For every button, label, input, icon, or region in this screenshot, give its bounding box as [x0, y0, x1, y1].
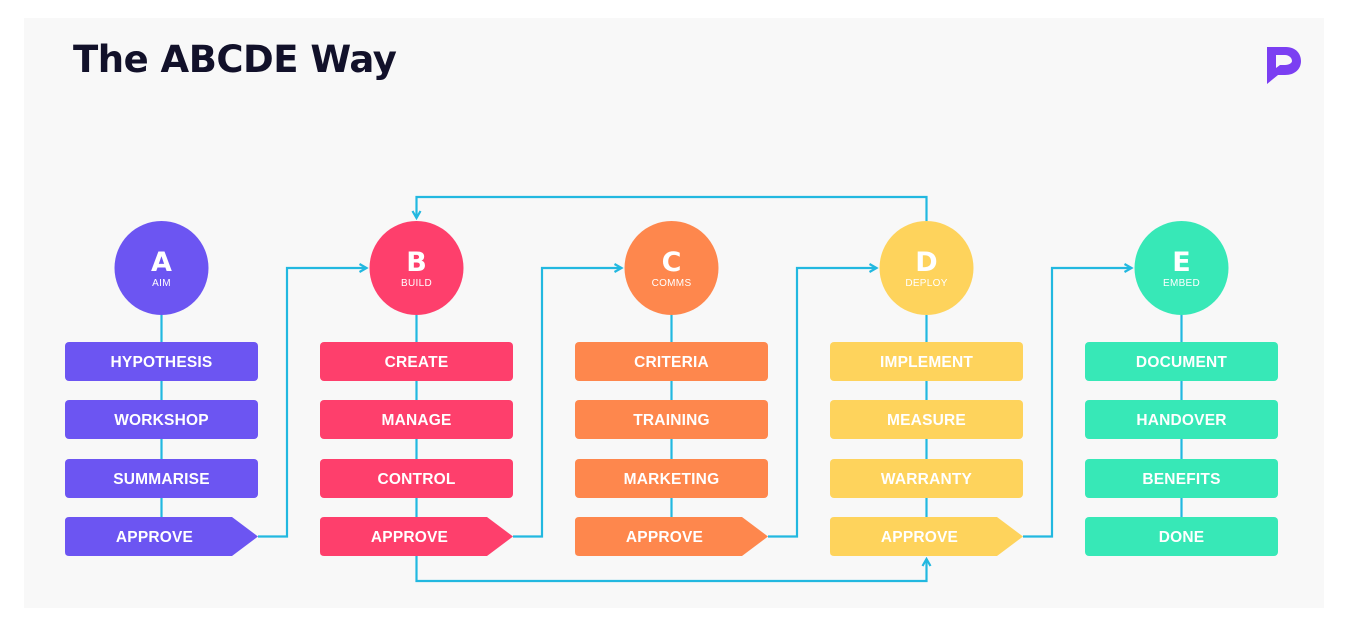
flow-b-to-d-connector — [415, 556, 927, 583]
stage-b-step-3-box — [320, 459, 513, 498]
stage-d-step-3-box — [830, 459, 1023, 498]
stage-d-step-4-arrow-box — [830, 517, 1023, 556]
stage-a-step-2-label: WORKSHOP — [114, 412, 209, 429]
stage-a-step-2-box — [65, 400, 258, 439]
stage-a-step-3-box — [65, 459, 258, 498]
stage-c-circle — [624, 221, 719, 315]
stage-d-circle — [879, 221, 974, 315]
flow-b-to-c-connector — [513, 268, 622, 538]
stage-e-circle — [1134, 221, 1229, 315]
stage-e-step-2-box — [1085, 400, 1278, 439]
stage-d-step-2-box — [830, 400, 1023, 439]
stage-a-step-1-label: HYPOTHESIS — [111, 354, 213, 371]
stage-b-step-2-label: MANAGE — [381, 412, 451, 429]
brand-logo-icon — [1267, 47, 1301, 84]
stage-c-step-2-label: TRAINING — [633, 412, 710, 429]
page-title: The ABCDE Way — [73, 38, 397, 81]
stage-c-step-3-label: MARKETING — [624, 471, 720, 488]
stage-c-step-4-arrow-box — [575, 517, 768, 556]
stage-e-step-1-label: DOCUMENT — [1136, 354, 1227, 371]
stage-d-step-3-label: WARRANTY — [881, 471, 973, 488]
stage-e-step-3-label: BENEFITS — [1142, 471, 1220, 488]
stage-a-step-4-arrow-box — [65, 517, 258, 556]
stage-b-step-4-arrow-box — [320, 517, 513, 556]
stage-a-step-1-box — [65, 342, 258, 381]
stage-e-step-1-box — [1085, 342, 1278, 381]
flow-c-to-d-connector — [768, 268, 877, 538]
stage-d-letter: D — [915, 247, 937, 278]
stage-e-name: EMBED — [1163, 278, 1200, 289]
stage-b-letter: B — [406, 247, 427, 278]
stage-d-step-4-label: APPROVE — [881, 529, 958, 546]
stage-c-letter: C — [662, 247, 682, 278]
stage-a-step-3-label: SUMMARISE — [113, 471, 210, 488]
flow-d-to-b-connector — [417, 195, 928, 221]
flow-d-to-e-connector — [1023, 268, 1132, 538]
stage-a-circle — [114, 221, 209, 315]
stage-c-step-1-box — [575, 342, 768, 381]
stage-b-step-3-label: CONTROL — [377, 471, 455, 488]
stage-d-name: DEPLOY — [905, 278, 947, 289]
stage-a-name: AIM — [152, 278, 171, 289]
stage-d-step-1-label: IMPLEMENT — [880, 354, 973, 371]
stage-b-step-1-box — [320, 342, 513, 381]
stage-e-step-4-label: DONE — [1159, 529, 1205, 546]
stage-b-step-4-label: APPROVE — [371, 529, 448, 546]
stage-c-step-2-box — [575, 400, 768, 439]
stage-d-step-2-label: MEASURE — [887, 412, 966, 429]
flow-a-to-b-connector — [258, 268, 367, 538]
stage-b-circle — [369, 221, 464, 315]
stage-c-step-1-label: CRITERIA — [634, 354, 709, 371]
stage-c-name: COMMS — [652, 278, 692, 289]
stage-b-step-2-box — [320, 400, 513, 439]
stage-c-step-4-label: APPROVE — [626, 529, 703, 546]
stage-d-step-1-box — [830, 342, 1023, 381]
stage-c-step-3-box — [575, 459, 768, 498]
stage-a-letter: A — [151, 247, 172, 278]
stage-e-step-4-box — [1085, 517, 1278, 556]
stage-b-step-1-label: CREATE — [385, 354, 449, 371]
stage-e-step-3-box — [1085, 459, 1278, 498]
stage-e-letter: E — [1172, 247, 1190, 278]
stage-b-name: BUILD — [401, 278, 432, 289]
stage-a-step-4-label: APPROVE — [116, 529, 193, 546]
stage-e-step-2-label: HANDOVER — [1136, 412, 1226, 429]
